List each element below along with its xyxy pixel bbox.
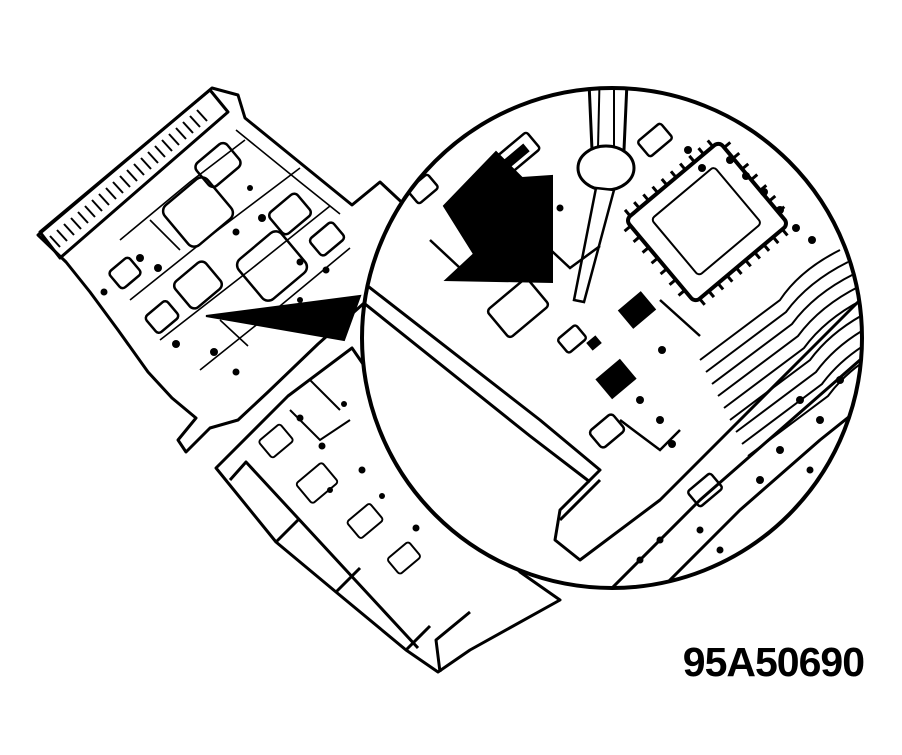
lower-board-dots [296, 401, 420, 532]
connector-pins [49, 109, 208, 248]
detail-solder-dots [416, 110, 844, 564]
detail-large-chip [623, 139, 789, 306]
figure-reference-code: 95A50690 [682, 639, 865, 685]
detail-components [407, 122, 723, 508]
detail-black-components [500, 143, 657, 400]
wedge-arrow-icon [205, 294, 362, 342]
overview-board [36, 86, 420, 454]
detail-board-edges [362, 278, 862, 588]
edge-connector [38, 88, 230, 260]
down-arrow-icon [442, 150, 553, 284]
detail-circle-outline [360, 86, 864, 590]
board-outline [36, 86, 420, 454]
overview-chips [108, 141, 346, 335]
overview-solder-dots [100, 185, 330, 376]
overview-traces [119, 129, 351, 371]
lower-board [214, 346, 562, 674]
screwdriver-icon [572, 88, 636, 304]
